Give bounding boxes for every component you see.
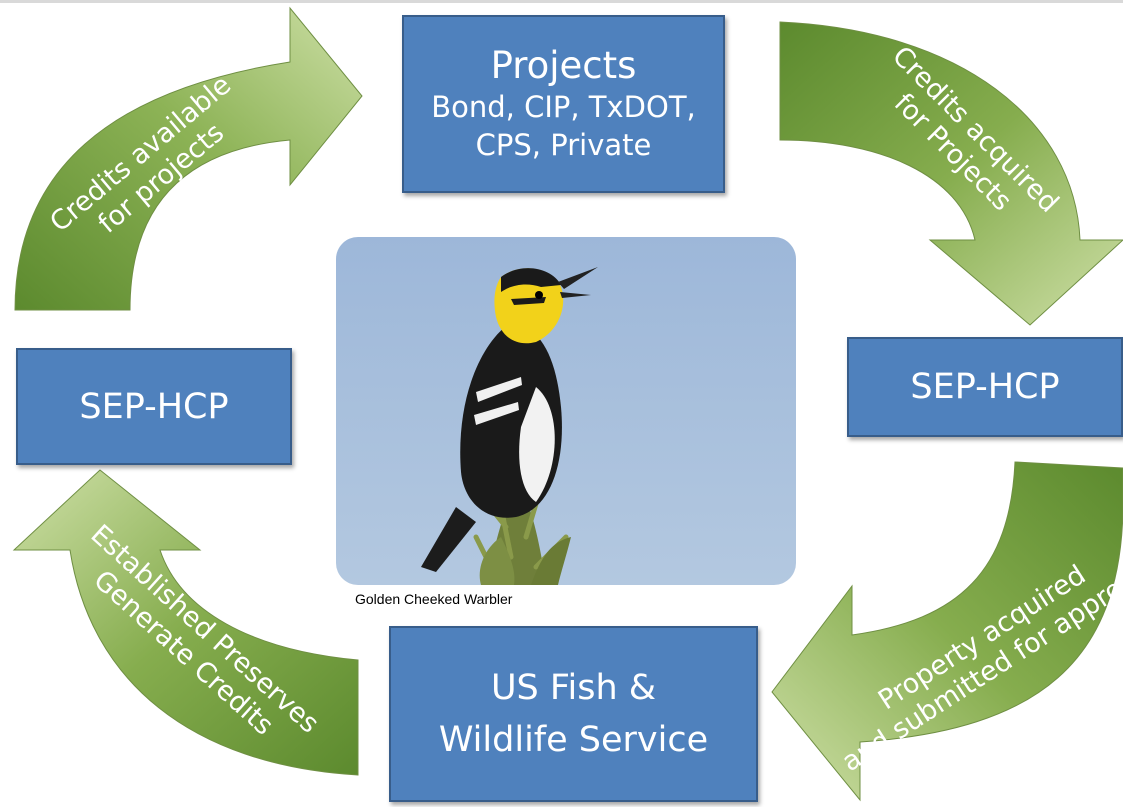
juniper-branch (473, 464, 571, 585)
top-rule (0, 0, 1123, 3)
usfws-line1: US Fish & (490, 668, 657, 708)
arrow-top-left (14, 6, 363, 311)
usfws-line2: Wildlife Service (438, 720, 709, 760)
arrow-bottom-right (771, 461, 1123, 802)
warbler-bird (421, 267, 598, 572)
projects-title: Projects (490, 44, 637, 87)
photo-caption: Golden Cheeked Warbler (355, 591, 513, 607)
usfws-box: US Fish & Wildlife Service (389, 626, 758, 802)
warbler-photo (336, 237, 796, 585)
arrow-top-right (779, 21, 1123, 326)
projects-line2: CPS, Private (475, 128, 652, 162)
sep-hcp-right-label: SEP-HCP (910, 367, 1060, 407)
projects-box: Projects Bond, CIP, TxDOT, CPS, Private (402, 15, 725, 193)
sep-hcp-right-box: SEP-HCP (847, 337, 1123, 437)
sep-hcp-left-box: SEP-HCP (16, 348, 292, 465)
projects-line1: Bond, CIP, TxDOT, (431, 90, 696, 124)
sep-hcp-left-label: SEP-HCP (79, 386, 229, 427)
arrow-bottom-left (12, 469, 359, 776)
